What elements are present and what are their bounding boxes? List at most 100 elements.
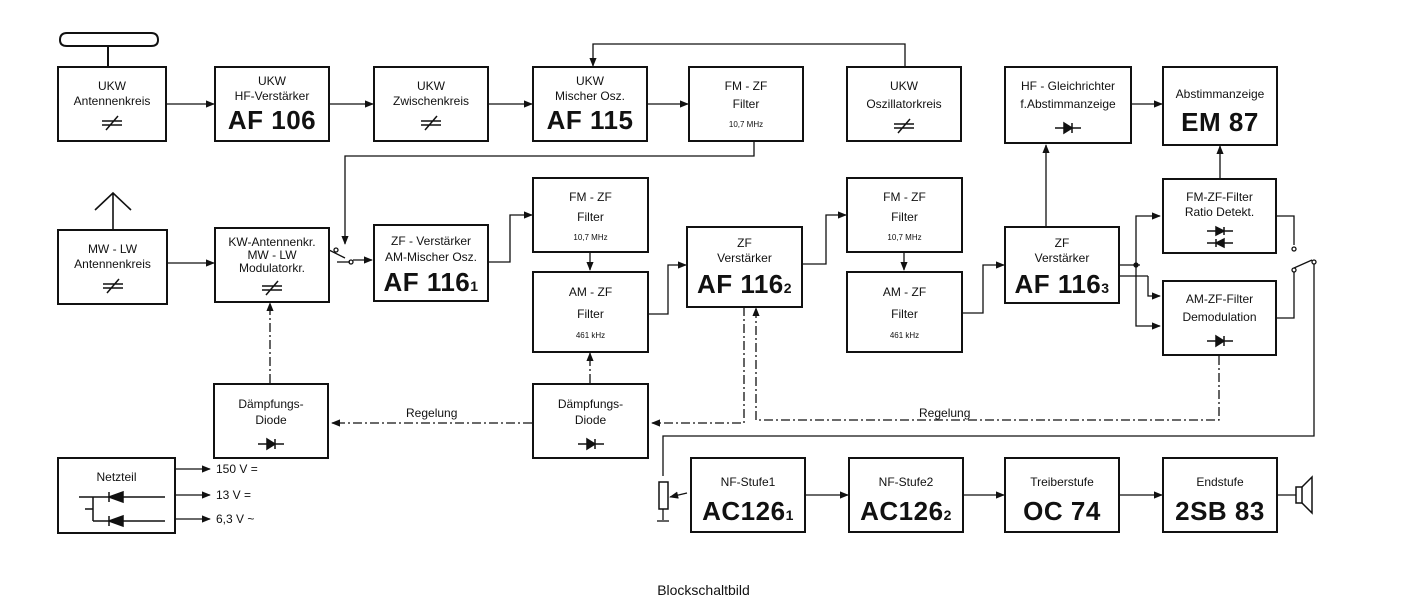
kw-antennenkreis-block: KW-Antennenkr. MW - LW Modulatorkr.	[214, 227, 330, 303]
daempfungsdiode-block-2: Dämpfungs- Diode	[532, 383, 649, 459]
block-line-1: HF - Gleichrichter	[1020, 79, 1115, 93]
variable-capacitor-icon	[102, 115, 122, 131]
fm-zf-filter-block-1: FM - ZF Filter 10,7 MHz	[688, 66, 804, 142]
voltage-6v3-label: 6,3 V ~	[216, 512, 255, 526]
voltage-13v-label: 13 V =	[216, 488, 252, 502]
regelung-label-right: Regelung	[919, 406, 971, 420]
block-line-2: Diode	[574, 413, 607, 427]
am-zf-filter-block-2: AM - ZF Filter 461 kHz	[846, 271, 963, 353]
variable-capacitor-icon	[421, 115, 441, 131]
diode-icon	[1055, 121, 1081, 135]
block-line-2: Verstärker	[717, 251, 772, 265]
ukw-mischer-block: UKW Mischer Osz. AF 115	[532, 66, 648, 142]
filter-frequency: 10,7 MHz	[573, 233, 608, 242]
fm-zf-filter-block-2: FM - ZF Filter 10,7 MHz	[532, 177, 649, 253]
filter-frequency: 461 kHz	[575, 331, 606, 340]
diagram-caption: Blockschaltbild	[657, 582, 750, 598]
diode-icon	[258, 437, 284, 451]
block-line-2: Filter	[577, 210, 604, 224]
block-line-1: UKW	[576, 74, 604, 88]
voltage-150v-label: 150 V =	[216, 462, 258, 476]
tube-index: 2	[943, 507, 952, 523]
tube-type: AF 1161	[375, 268, 487, 300]
nf-stufe-2-block: NF-Stufe2 AC1262	[848, 457, 964, 533]
filter-frequency: 10,7 MHz	[887, 233, 922, 242]
am-demodulation-block: AM-ZF-Filter Demodulation	[1162, 280, 1277, 356]
tube-type: OC 74	[1023, 496, 1101, 526]
tube-type: 2SB 83	[1175, 496, 1265, 526]
ukw-oszillatorkreis-block: UKW Oszillatorkreis	[846, 66, 962, 142]
tube-index: 2	[783, 280, 793, 296]
ukw-zwischenkreis-block: UKW Zwischenkreis	[373, 66, 489, 142]
block-line-2: Filter	[891, 210, 918, 224]
block-line-1: Abstimmanzeige	[1175, 87, 1265, 101]
block-line-2: Filter	[577, 307, 604, 321]
block-line-1: ZF	[1054, 236, 1070, 250]
block-line-1: NF-Stufe2	[878, 475, 934, 489]
mw-lw-antennenkreis-block: MW - LW Antennenkreis	[57, 229, 168, 305]
block-line-2: Demodulation	[1182, 310, 1257, 324]
block-line-2: AM-Mischer Osz.	[384, 250, 477, 264]
diode-icon	[577, 437, 604, 451]
tube-name: AF 116	[1014, 269, 1102, 299]
block-line-2: MW - LW	[247, 248, 297, 262]
ukw-antennenkreis-block: UKW Antennenkreis	[57, 66, 167, 142]
block-line-1: FM-ZF-Filter	[1186, 190, 1253, 204]
tube-name: AC126	[860, 496, 944, 526]
block-line-2: Zwischenkreis	[392, 94, 470, 108]
block-line-2: Oszillatorkreis	[866, 97, 942, 111]
daempfungsdiode-block-1: Dämpfungs- Diode	[213, 383, 329, 459]
block-line-2: Antennenkreis	[73, 94, 151, 108]
block-line-2: HF-Verstärker	[234, 89, 310, 103]
variable-capacitor-icon	[894, 118, 914, 134]
zf-verstaerker-block-3: ZF Verstärker AF 1163	[1004, 226, 1120, 304]
tube-type: AF 106	[227, 105, 317, 135]
block-line-2: Antennenkreis	[74, 257, 151, 271]
block-line-1: NF-Stufe1	[720, 475, 776, 489]
nf-stufe-1-block: NF-Stufe1 AC1261	[690, 457, 806, 533]
tube-type: AF 115	[546, 105, 634, 135]
block-line-1: MW - LW	[87, 242, 138, 256]
block-line-1: AM - ZF	[882, 285, 927, 299]
tube-index: 1	[470, 278, 479, 294]
block-line-1: AM - ZF	[568, 285, 613, 299]
block-line-1: Endstufe	[1196, 475, 1244, 489]
block-line-1: UKW	[417, 79, 445, 93]
tube-name: AC126	[702, 496, 786, 526]
block-line-1: Dämpfungs-	[238, 397, 304, 411]
tube-type: AC1261	[692, 497, 804, 529]
block-line-3: Modulatorkr.	[238, 261, 306, 275]
tube-type: AF 1163	[1006, 270, 1118, 302]
block-line-1: Netzteil	[96, 470, 137, 484]
treiberstufe-block: Treiberstufe OC 74	[1004, 457, 1120, 533]
tube-type: AF 1162	[688, 270, 801, 302]
block-line-2: Ratio Detekt.	[1184, 205, 1255, 219]
block-line-1: FM - ZF	[569, 190, 612, 204]
filter-frequency: 461 kHz	[889, 331, 920, 340]
block-line-1: ZF	[737, 236, 752, 250]
block-line-1: Dämpfungs-	[557, 397, 624, 411]
regelung-label-left: Regelung	[406, 406, 458, 420]
netzteil-block: Netzteil	[57, 457, 176, 534]
am-zf-filter-block-1: AM - ZF Filter 461 kHz	[532, 271, 649, 353]
block-line-1: FM - ZF	[724, 79, 768, 93]
tube-type: AC1262	[850, 497, 962, 529]
tube-name: AF 116	[383, 267, 471, 297]
zf-verstaerker-block-2: ZF Verstärker AF 1162	[686, 226, 803, 308]
block-line-1: ZF - Verstärker	[390, 234, 471, 248]
fm-ratio-detektor-block: FM-ZF-Filter Ratio Detekt.	[1162, 178, 1277, 254]
variable-capacitor-icon	[102, 278, 123, 294]
block-line-1: AM-ZF-Filter	[1185, 292, 1254, 306]
block-line-1: UKW	[890, 79, 918, 93]
tube-name: AF 116	[696, 269, 784, 299]
block-line-2: f.Abstimmanzeige	[1020, 97, 1116, 111]
diode-icon	[1206, 334, 1233, 348]
variable-capacitor-icon	[262, 280, 282, 296]
block-line-1: KW-Antennenkr.	[228, 235, 316, 249]
ukw-hf-verstaerker-block: UKW HF-Verstärker AF 106	[214, 66, 330, 142]
block-line-2: Verstärker	[1034, 251, 1090, 265]
block-line-1: UKW	[258, 74, 286, 88]
rectifier-diodes-icon	[79, 490, 165, 528]
